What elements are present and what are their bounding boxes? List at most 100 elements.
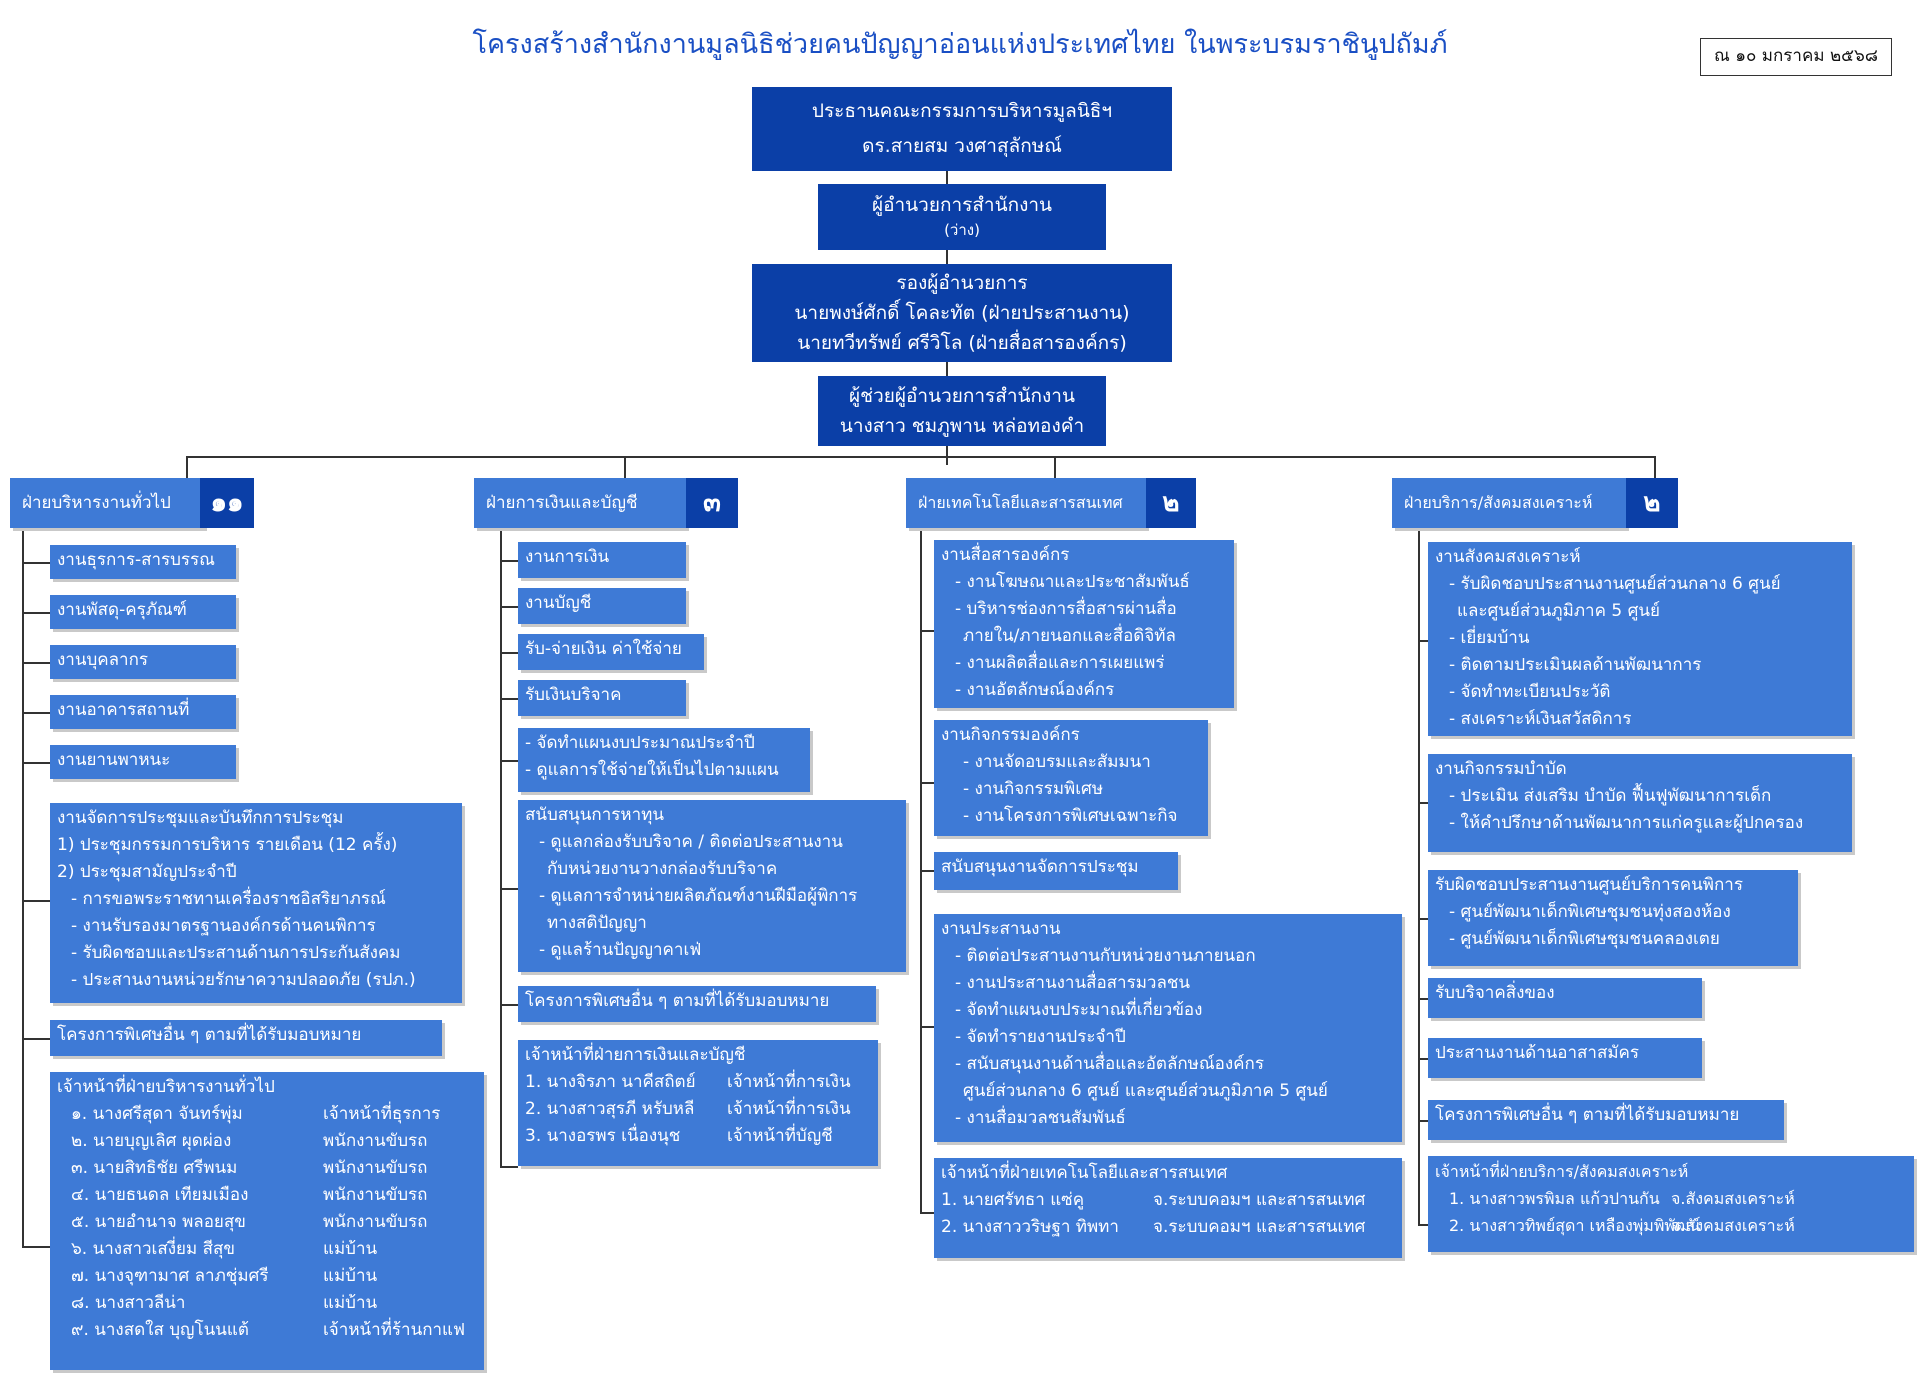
staff-row: ๘. นางสาวลีน่าแม่บ้าน bbox=[57, 1290, 477, 1317]
fundraising-item: - ดูแลกล่องรับบริจาค / ติดต่อประสานงาน bbox=[539, 832, 843, 852]
staff-box: เจ้าหน้าที่ฝ่ายบริหารงานทั่วไป ๑. นางศรี… bbox=[50, 1072, 484, 1370]
staff-row: 1. นางจิรภา นาคีสถิตย์เจ้าหน้าที่การเงิน bbox=[525, 1069, 871, 1096]
staff-name: ๘. นางสาวลีน่า bbox=[71, 1293, 186, 1313]
social-work-item: - สงเคราะห์เงินสวัสดิการ bbox=[1449, 709, 1632, 729]
staff-title: เจ้าหน้าที่ฝ่ายบริหารงานทั่วไป bbox=[57, 1077, 275, 1097]
division-social-service: ฝ่ายบริการ/สังคมสงเคราะห์ bbox=[1392, 478, 1626, 528]
staff-name: 1. นางสาวพรพิมล แก้วปานกัน bbox=[1449, 1189, 1660, 1208]
division-finance-count: ๓ bbox=[686, 478, 738, 528]
unit-box: งานการเงิน bbox=[518, 542, 686, 578]
therapy-item: - ให้คำปรึกษาด้านพัฒนาการแก่ครูและผู้ปกค… bbox=[1449, 813, 1804, 833]
unit-box: รับเงินบริจาค bbox=[518, 680, 686, 716]
staff-role: พนักงานขับรถ bbox=[323, 1185, 428, 1205]
meeting-item: - งานรับรองมาตรฐานองค์กรด้านคนพิการ bbox=[71, 916, 376, 936]
staff-name: 2. นางสาววริษฐา ทิพทา bbox=[941, 1217, 1119, 1237]
connector bbox=[1418, 918, 1428, 920]
activity-item: - งานโครงการพิเศษเฉพาะกิจ bbox=[963, 806, 1178, 826]
staff-name: 2. นางสาวทิพย์สุดา เหลืองพุ่มพิพัฒน์ bbox=[1449, 1216, 1701, 1235]
staff-name: ๙. นางสดใส บุญโนนแต้ bbox=[71, 1320, 249, 1340]
disability-center-box: รับผิดชอบประสานงานศูนย์บริการคนพิการ - ศ… bbox=[1428, 870, 1798, 966]
connector bbox=[22, 562, 50, 564]
staff-role: เจ้าหน้าที่การเงิน bbox=[727, 1072, 851, 1092]
staff-row: 1. นายศรัทธา แซ่คูจ.ระบบคอมฯ และสารสนเทศ bbox=[941, 1187, 1395, 1214]
director-box: ผู้อำนวยการสำนักงาน (ว่าง) bbox=[818, 184, 1106, 250]
connector bbox=[1418, 1224, 1428, 1226]
division-social-service-count: ๒ bbox=[1626, 478, 1678, 528]
staff-row: ๙. นางสดใส บุญโนนแต้ เจ้าหน้าที่ร้านกาแฟ bbox=[57, 1317, 477, 1344]
deputy-title: รองผู้อำนวยการ bbox=[896, 272, 1028, 294]
staff-row: 1. นางสาวพรพิมล แก้วปานกัน จ.สังคมสงเคราะ… bbox=[1435, 1185, 1907, 1212]
budget-box: - จัดทำแผนงบประมาณประจำปี - ดูแลการใช้จ่… bbox=[518, 728, 810, 792]
comm-item: - บริหารช่องการสื่อสารผ่านสื่อ bbox=[955, 599, 1177, 619]
activity-item: - งานกิจกรรมพิเศษ bbox=[963, 779, 1104, 799]
staff-name: ๒. นายบุญเลิศ ผุดผ่อง bbox=[71, 1131, 232, 1151]
special-project-box: โครงการพิเศษอื่น ๆ ตามที่ได้รับมอบหมาย bbox=[518, 986, 876, 1022]
disability-center-item: - ศูนย์พัฒนาเด็กพิเศษชุมชนทุ่งสองห้อง bbox=[1449, 902, 1731, 922]
connector bbox=[500, 1004, 518, 1006]
staff-role: พนักงานขับรถ bbox=[323, 1212, 428, 1232]
director-title: ผู้อำนวยการสำนักงาน bbox=[871, 194, 1053, 216]
connector bbox=[1418, 527, 1420, 1225]
connector bbox=[920, 630, 934, 632]
connector bbox=[186, 456, 188, 480]
staff-role: เจ้าหน้าที่บัญชี bbox=[727, 1126, 833, 1146]
chairman-title: ประธานคณะกรรมการบริหารมูลนิธิฯ bbox=[811, 100, 1113, 122]
staff-name: ๕. นายอำนาจ พลอยสุข bbox=[71, 1212, 246, 1232]
comm-item: - งานอัตลักษณ์องค์กร bbox=[955, 680, 1115, 700]
coordination-item: - ติดต่อประสานงานกับหน่วยงานภายนอก bbox=[955, 946, 1256, 966]
budget-item: - จัดทำแผนงบประมาณประจำปี bbox=[525, 733, 755, 753]
fundraising-box: สนับสนุนการหาทุน - ดูแลกล่องรับบริจาค / … bbox=[518, 800, 906, 972]
staff-row: ๓. นายสิทธิชัย ศรีพนมพนักงานขับรถ bbox=[57, 1155, 477, 1182]
social-work-item: และศูนย์ส่วนภูมิภาค 5 ศูนย์ bbox=[1457, 601, 1660, 621]
connector bbox=[500, 698, 518, 700]
fundraising-item: - ดูแลการจำหน่ายผลิตภัณฑ์งานฝีมือผู้พิกา… bbox=[539, 886, 858, 906]
staff-role: จ.สังคมสงเคราะห์ bbox=[1671, 1189, 1795, 1208]
staff-box: เจ้าหน้าที่ฝ่ายเทคโนโลยีและสารสนเทศ 1. น… bbox=[934, 1158, 1402, 1258]
date-badge: ณ ๑๐ มกราคม ๒๕๖๘ bbox=[1700, 38, 1892, 76]
social-work-item: - เยี่ยมบ้าน bbox=[1449, 628, 1530, 648]
meeting-box: งานจัดการประชุมและบันทึกการประชุม 1) ประ… bbox=[50, 803, 462, 1003]
coordination-item: ศูนย์ส่วนกลาง 6 ศูนย์ และศูนย์ส่วนภูมิภา… bbox=[963, 1081, 1328, 1101]
disability-center-title: รับผิดชอบประสานงานศูนย์บริการคนพิการ bbox=[1435, 875, 1743, 895]
meeting-line: 1) ประชุมกรรมการบริหาร รายเดือน (12 ครั้… bbox=[57, 835, 398, 855]
connector bbox=[500, 606, 518, 608]
staff-box: เจ้าหน้าที่ฝ่ายการเงินและบัญชี 1. นางจิร… bbox=[518, 1040, 878, 1166]
staff-name: ๓. นายสิทธิชัย ศรีพนม bbox=[71, 1158, 238, 1178]
staff-name: ๗. นางจุฑามาศ ลาภชุ่มศรี bbox=[71, 1266, 269, 1286]
staff-role: เจ้าหน้าที่ร้านกาแฟ bbox=[323, 1320, 466, 1340]
connector bbox=[22, 762, 50, 764]
disability-center-item: - ศูนย์พัฒนาเด็กพิเศษชุมชนคลองเตย bbox=[1449, 929, 1720, 949]
staff-row: ๖. นางสาวเสงี่ยม สีสุขแม่บ้าน bbox=[57, 1236, 477, 1263]
chairman-box: ประธานคณะกรรมการบริหารมูลนิธิฯ ดร.สายสม … bbox=[752, 87, 1172, 171]
staff-name: ๖. นางสาวเสงี่ยม สีสุข bbox=[71, 1239, 235, 1259]
staff-row: ๑. นางศรีสุดา จันทร์พุ่มเจ้าหน้าที่ธุรกา… bbox=[57, 1101, 477, 1128]
unit-box: รับ-จ่ายเงิน ค่าใช้จ่าย bbox=[518, 634, 704, 670]
meeting-item: - รับผิดชอบและประสานด้านการประกันสังคม bbox=[71, 943, 401, 963]
staff-row: 3. นางอรพร เนื่องนุชเจ้าหน้าที่บัญชี bbox=[525, 1123, 871, 1150]
activity-item: - งานจัดอบรมและสัมมนา bbox=[963, 752, 1151, 772]
staff-role: จ.ระบบคอมฯ และสารสนเทศ bbox=[1153, 1190, 1366, 1210]
connector bbox=[1418, 802, 1428, 804]
connector bbox=[500, 888, 518, 890]
connector bbox=[920, 870, 934, 872]
connector bbox=[22, 662, 50, 664]
social-work-item: - รับผิดชอบประสานงานศูนย์ส่วนกลาง 6 ศูนย… bbox=[1449, 574, 1781, 594]
staff-row: 2. นางสาวสุรภี หรับหลีเจ้าหน้าที่การเงิน bbox=[525, 1096, 871, 1123]
connector bbox=[920, 1212, 934, 1214]
staff-name: ๑. นางศรีสุดา จันทร์พุ่ม bbox=[71, 1104, 243, 1124]
fundraising-item: กับหน่วยงานวางกล่องรับบริจาค bbox=[547, 859, 778, 879]
social-work-title: งานสังคมสงเคราะห์ bbox=[1435, 547, 1581, 567]
activity-box: งานกิจกรรมองค์กร - งานจัดอบรมและสัมมนา -… bbox=[934, 720, 1208, 836]
meeting-item: - ประสานงานหน่วยรักษาความปลอดภัย (รปภ.) bbox=[71, 970, 416, 990]
chairman-name: ดร.สายสม วงศาสุลักษณ์ bbox=[862, 135, 1062, 157]
staff-role: เจ้าหน้าที่การเงิน bbox=[727, 1099, 851, 1119]
unit-box: งานพัสดุ-ครุภัณฑ์ bbox=[50, 595, 236, 629]
staff-title: เจ้าหน้าที่ฝ่ายเทคโนโลยีและสารสนเทศ bbox=[941, 1163, 1228, 1183]
staff-row: ๒. นายบุญเลิศ ผุดผ่องพนักงานขับรถ bbox=[57, 1128, 477, 1155]
staff-row: ๕. นายอำนาจ พลอยสุข พนักงานขับรถ bbox=[57, 1209, 477, 1236]
connector bbox=[500, 652, 518, 654]
connector bbox=[1418, 998, 1428, 1000]
staff-name: ๔. นายธนดล เทียมเมือง bbox=[71, 1185, 249, 1205]
special-project-box: โครงการพิเศษอื่น ๆ ตามที่ได้รับมอบหมาย bbox=[1428, 1100, 1784, 1140]
division-it-count: ๒ bbox=[1146, 478, 1196, 528]
